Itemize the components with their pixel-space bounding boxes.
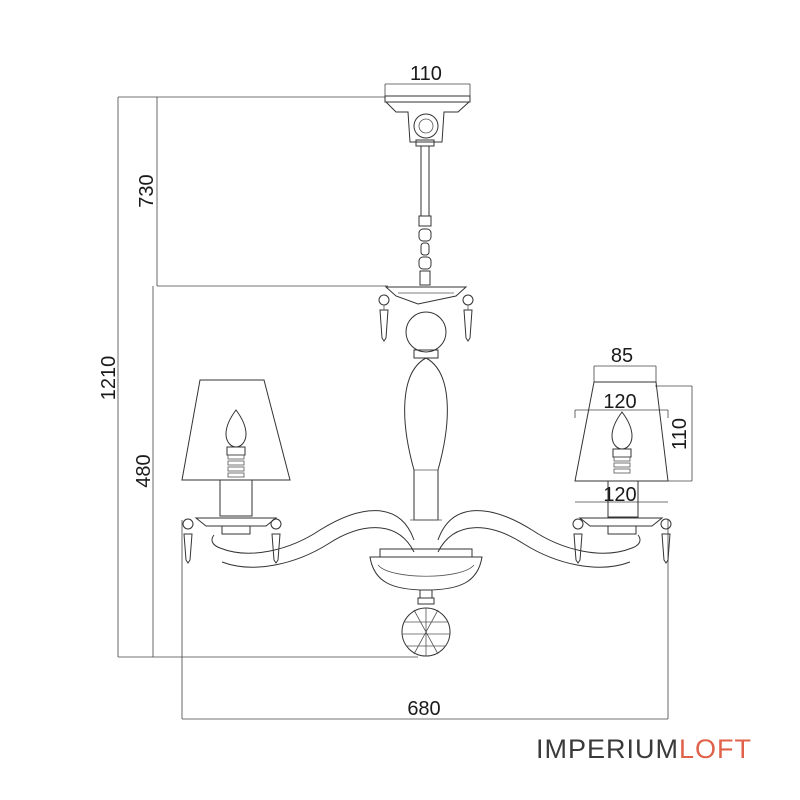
chain [418,145,432,286]
top-mount-width-label: 110 [410,63,442,85]
shade-height-label: 110 [669,418,691,450]
total-height-label: 1210 [98,356,120,401]
chain-drop-label: 730 [136,174,158,207]
dimension-lines [117,83,693,720]
body-height-label: 480 [133,454,155,487]
arms [211,510,641,568]
top-bobeche [378,286,474,342]
right-light [572,381,672,564]
cup-diameter-label: 120 [603,484,636,506]
brand-logo-part-b: LOFT [679,734,753,764]
total-width-label: 680 [407,698,440,720]
ceiling-mount [384,95,471,147]
brand-logo-part-a: IMPERIUM [536,734,679,764]
central-column [404,311,448,521]
left-light [181,379,291,564]
dimension-labels: 110 730 1210 480 85 120 110 120 680 [98,63,691,720]
crystal-ball [401,607,451,657]
brand-logo: IMPERIUMLOFT [536,734,752,765]
shade-top-diameter-label: 85 [611,345,633,367]
shade-bottom-diameter-label: 120 [603,391,636,413]
bottom-bowl [369,548,483,605]
